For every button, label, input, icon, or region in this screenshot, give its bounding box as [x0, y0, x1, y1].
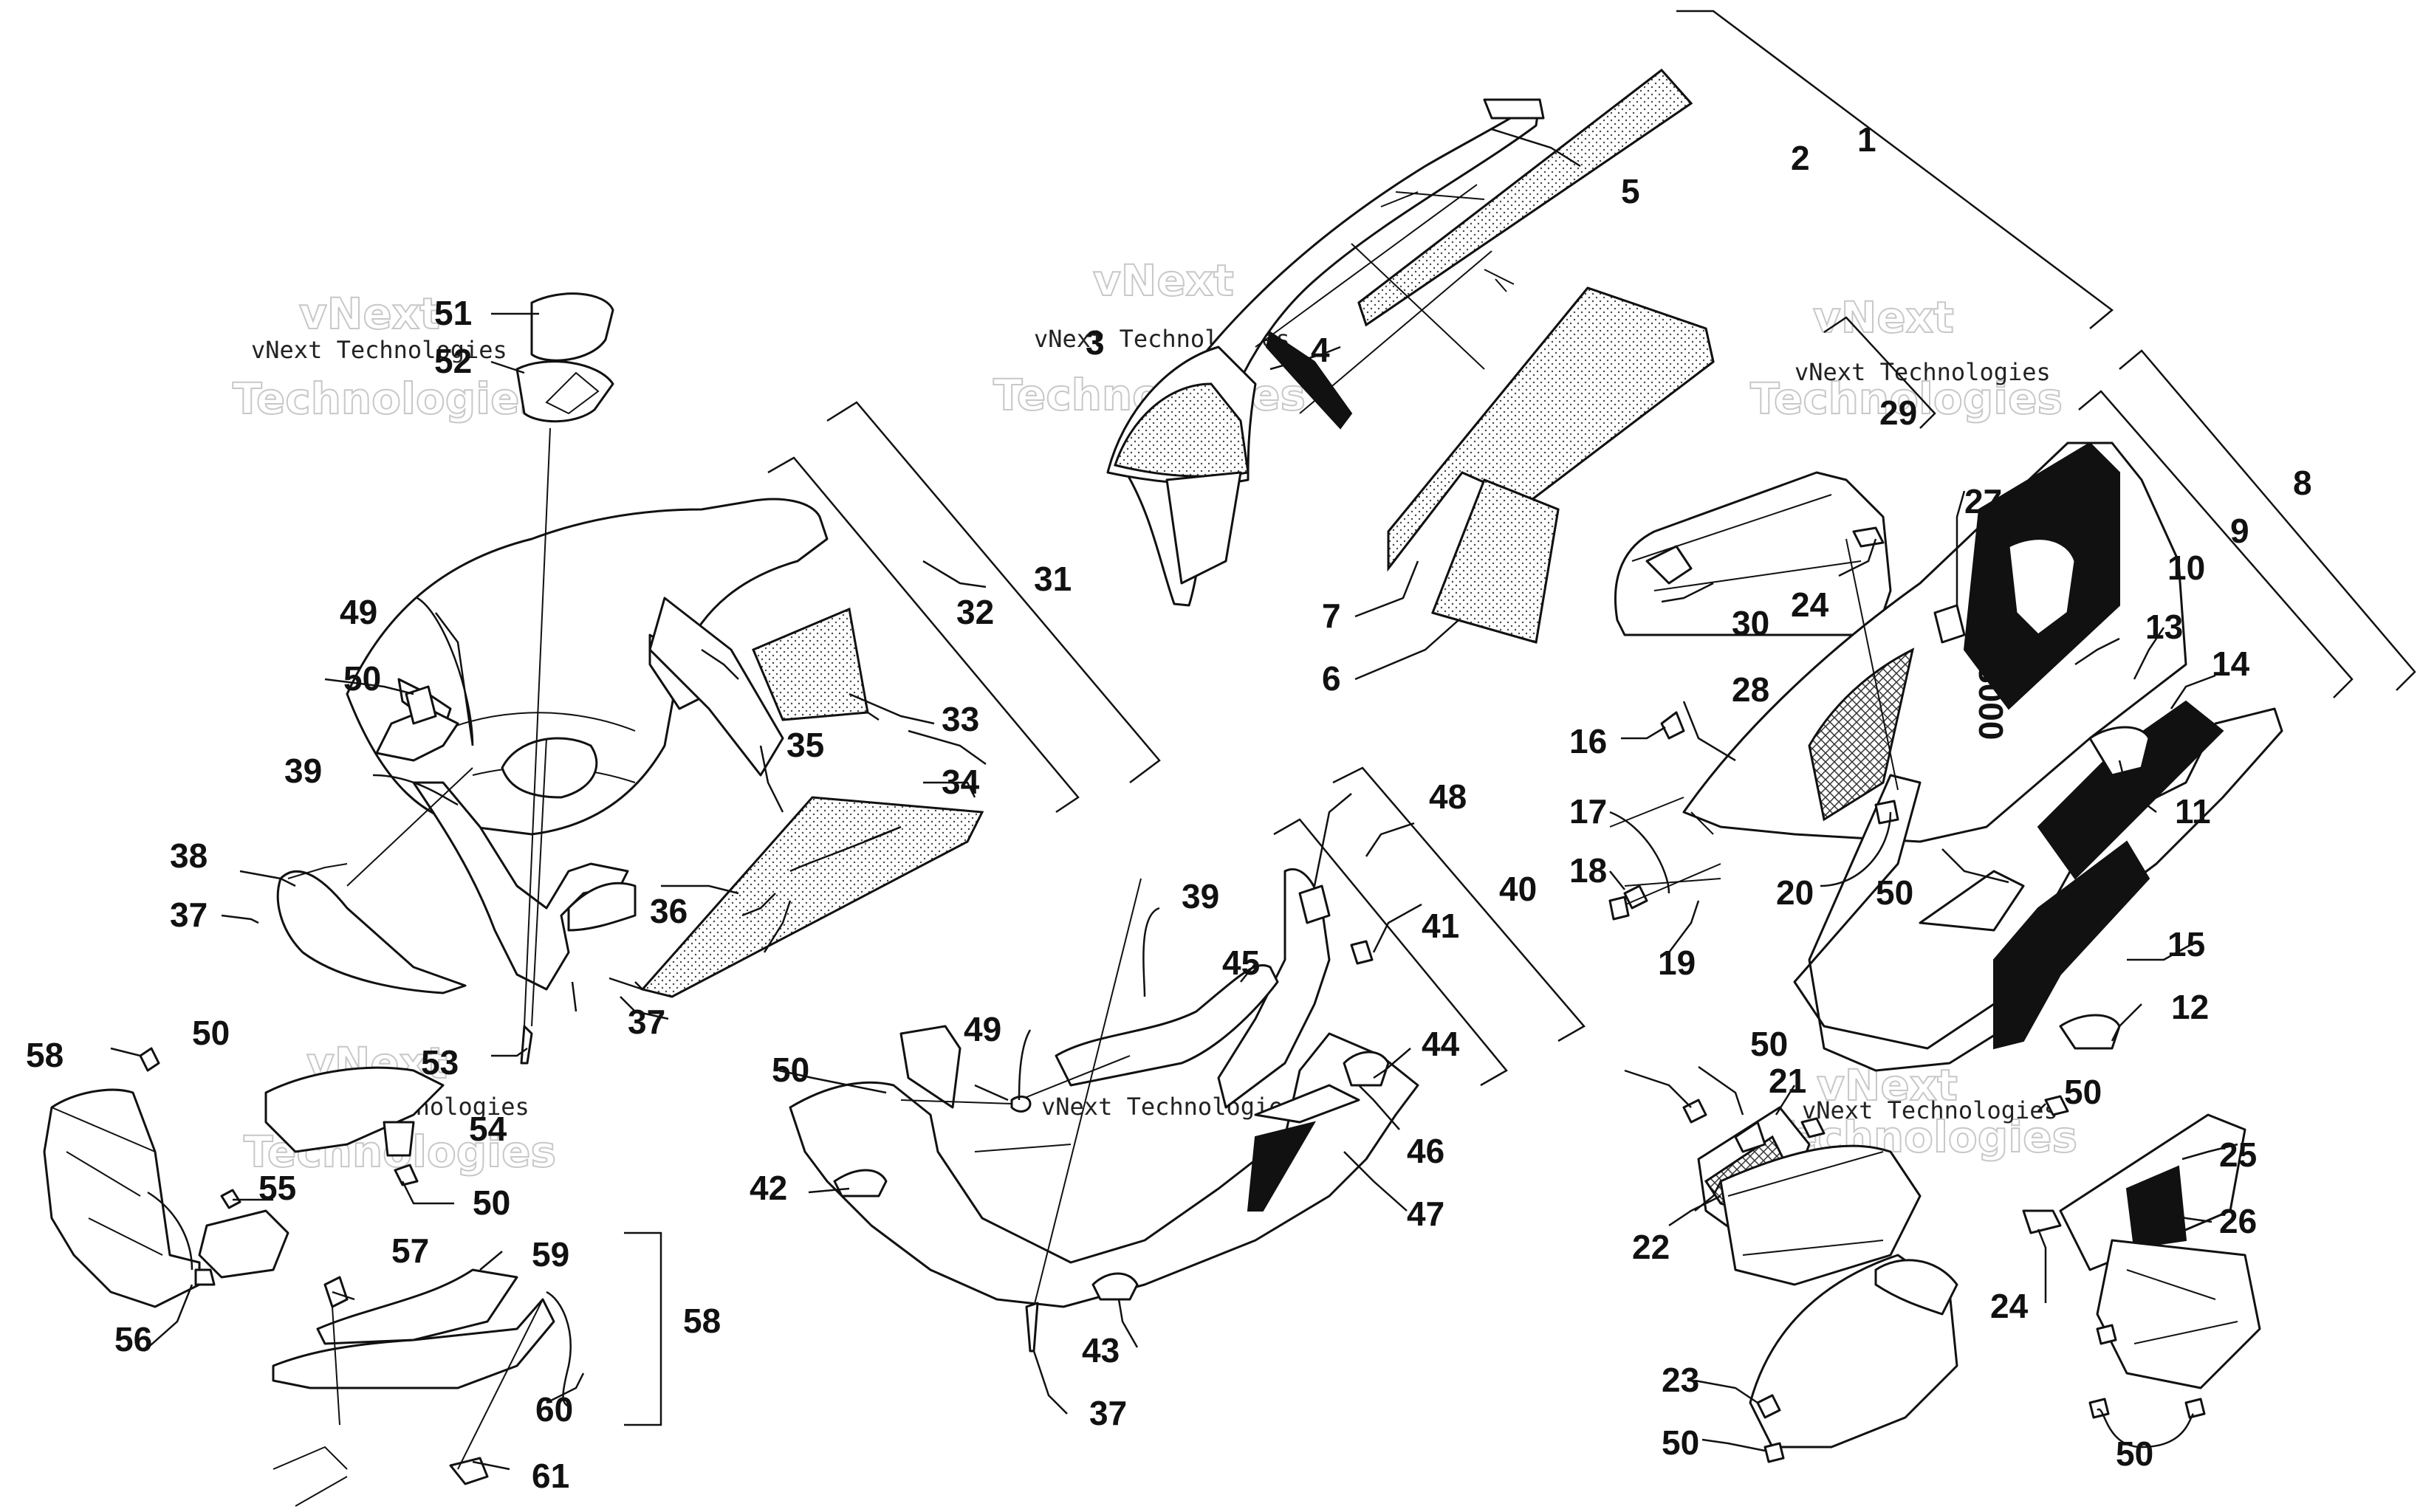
callout-58-left: 58 [26, 1036, 64, 1074]
lower-left-assembly [43, 1047, 555, 1507]
callout-33: 33 [942, 700, 979, 738]
callout-53: 53 [421, 1043, 459, 1082]
callout-24-upper: 24 [1791, 585, 1829, 624]
callout-51: 51 [434, 294, 472, 332]
callout-12: 12 [2171, 988, 2209, 1026]
callout-40: 40 [1499, 870, 1537, 908]
callout-61: 61 [532, 1457, 569, 1495]
callout-16: 16 [1569, 722, 1607, 760]
callout-34: 34 [942, 763, 980, 801]
callout-6: 6 [1322, 659, 1341, 698]
callout-27: 27 [1964, 482, 2002, 520]
callout-26: 26 [2219, 1202, 2257, 1240]
hood-assembly [1106, 68, 1715, 644]
callout-50-b: 50 [192, 1014, 230, 1052]
callout-3: 3 [1086, 323, 1105, 362]
svg-text:vNext Technologies: vNext Technologies [251, 336, 507, 364]
svg-text:vNext Technologies: vNext Technologies [1802, 1096, 2058, 1124]
callout-50-j: 50 [473, 1183, 510, 1222]
watermark-6: vNext Technologies vNext Technologies [1764, 1059, 2078, 1163]
callout-17: 17 [1569, 792, 1607, 831]
callout-23: 23 [1662, 1361, 1699, 1399]
callout-55: 55 [258, 1169, 296, 1207]
svg-text:Technologies: Technologies [233, 374, 545, 424]
callout-41: 41 [1422, 907, 1459, 945]
callout-labels: 1 2 3 4 5 6 7 8 9 10 11 12 13 14 15 16 1… [26, 120, 2312, 1495]
callout-18: 18 [1569, 851, 1607, 890]
callout-14: 14 [2212, 645, 2250, 683]
watermark-1: vNext Technologies vNext Technologies [232, 288, 546, 425]
callout-11: 11 [2175, 792, 2211, 831]
callout-54: 54 [469, 1110, 507, 1148]
callout-21: 21 [1769, 1062, 1806, 1100]
callout-36: 36 [650, 892, 688, 930]
callout-50-g: 50 [2064, 1073, 2102, 1111]
callout-42: 42 [750, 1169, 787, 1207]
callout-50-e: 50 [1876, 873, 1913, 912]
callout-22: 22 [1632, 1228, 1670, 1266]
callout-60: 60 [535, 1390, 573, 1429]
leader-lines [110, 128, 2238, 1471]
console-assembly [276, 292, 984, 1065]
callout-58-right: 58 [683, 1302, 721, 1340]
callout-46: 46 [1407, 1132, 1444, 1170]
callout-13: 13 [2145, 608, 2183, 646]
callout-57: 57 [391, 1231, 429, 1270]
callout-1: 1 [1857, 120, 1876, 159]
callout-4: 4 [1311, 331, 1330, 369]
callout-9: 9 [2230, 512, 2249, 550]
callout-52: 52 [434, 342, 472, 380]
callout-28: 28 [1732, 670, 1769, 709]
callout-20: 20 [1776, 873, 1814, 912]
callout-50-d: 50 [772, 1051, 809, 1089]
callout-35: 35 [786, 726, 824, 764]
callout-47: 47 [1407, 1195, 1444, 1233]
callout-37-bottom: 37 [1089, 1394, 1127, 1432]
callout-10: 10 [2167, 549, 2205, 587]
callout-8: 8 [2293, 464, 2312, 502]
callout-31: 31 [1034, 560, 1072, 598]
callout-50-c: 50 [473, 1183, 510, 1222]
callout-37-left: 37 [170, 896, 208, 934]
callout-59: 59 [532, 1235, 569, 1274]
callout-45: 45 [1222, 944, 1260, 982]
svg-text:vNext Technologies: vNext Technologies [1795, 358, 2051, 386]
callout-7: 7 [1322, 597, 1341, 635]
callout-50-a: 50 [343, 659, 381, 698]
callout-49-center: 49 [964, 1010, 1001, 1048]
callout-49-left: 49 [340, 593, 377, 631]
callout-29: 29 [1879, 394, 1917, 432]
callout-2: 2 [1791, 139, 1810, 177]
svg-text:vNext: vNext [299, 289, 440, 339]
lower-right-assembly [1682, 1095, 2261, 1463]
callout-50-f: 50 [1750, 1025, 1788, 1063]
callout-38: 38 [170, 836, 208, 875]
callout-50-i: 50 [2116, 1434, 2153, 1473]
svg-text:vNext: vNext [1813, 292, 1954, 343]
callout-39-left: 39 [284, 752, 322, 790]
svg-text:vNext: vNext [1093, 255, 1234, 306]
callout-5: 5 [1621, 172, 1640, 210]
callout-39-center: 39 [1182, 877, 1219, 915]
callout-15: 15 [2167, 925, 2205, 963]
callout-56: 56 [114, 1320, 152, 1358]
group-brackets [624, 10, 2416, 1426]
callout-30: 30 [1732, 604, 1769, 642]
callout-37-center: 37 [628, 1003, 665, 1041]
decal-number: 8000 [1972, 664, 2010, 740]
callout-32: 32 [956, 593, 994, 631]
callout-44: 44 [1422, 1025, 1460, 1063]
callout-48: 48 [1429, 777, 1467, 816]
callout-43: 43 [1082, 1331, 1120, 1370]
lower-console-assembly [789, 868, 1419, 1353]
callout-50-h: 50 [1662, 1423, 1699, 1462]
callout-24-lower: 24 [1990, 1287, 2029, 1325]
side-panel-assembly: 8000 [1608, 441, 2283, 1072]
callout-19: 19 [1658, 944, 1696, 982]
callout-25: 25 [2219, 1135, 2257, 1174]
